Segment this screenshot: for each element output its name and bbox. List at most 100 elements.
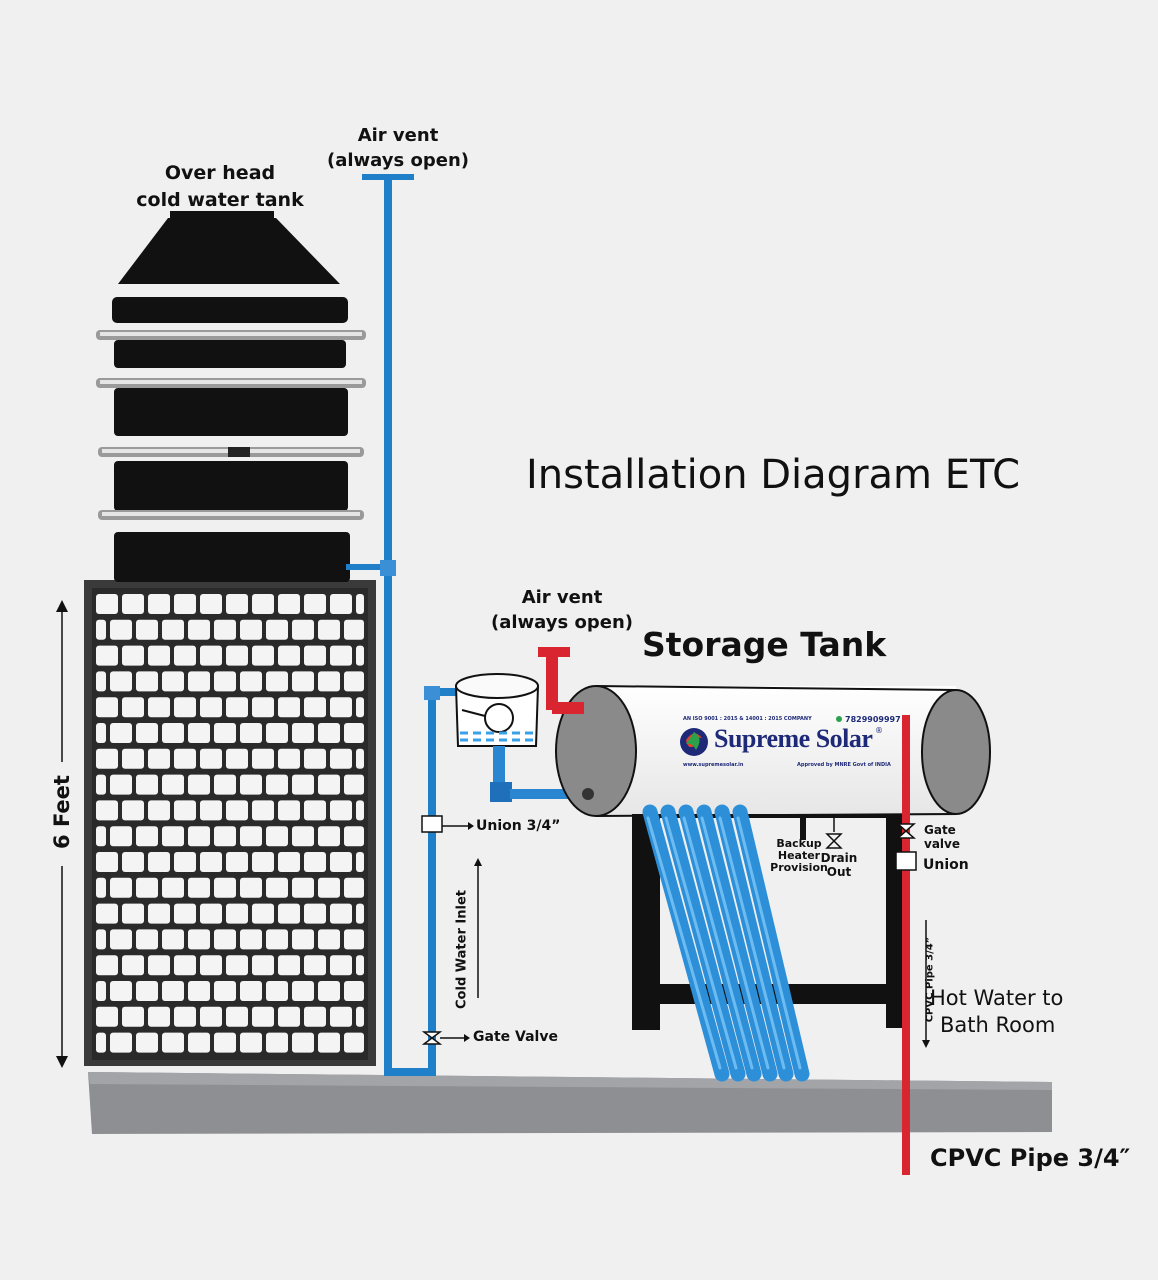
brick — [344, 619, 364, 640]
diagram-title: Installation Diagram ETC — [526, 452, 1021, 498]
brick — [188, 723, 210, 743]
brick — [162, 1032, 184, 1053]
brick — [226, 903, 248, 924]
brick — [136, 774, 158, 795]
drain-out-valve — [825, 814, 843, 849]
brick — [356, 748, 364, 769]
brick — [174, 903, 196, 924]
brick — [318, 723, 340, 743]
brick — [122, 748, 144, 769]
brick — [174, 697, 196, 718]
brick — [214, 826, 236, 847]
brick — [122, 955, 144, 976]
brick — [122, 800, 144, 821]
brick — [200, 852, 222, 872]
brick — [122, 903, 144, 924]
brick — [226, 800, 248, 821]
brick — [344, 877, 364, 898]
tube-highlight — [682, 816, 754, 1070]
brick — [330, 1006, 352, 1027]
brick — [200, 800, 222, 821]
brick — [252, 955, 274, 976]
brick — [266, 929, 288, 950]
brick — [122, 697, 144, 718]
brick — [226, 594, 248, 614]
brick — [318, 1032, 340, 1053]
brick — [266, 981, 288, 1001]
brick — [240, 1032, 262, 1053]
brick — [136, 877, 158, 898]
brick — [252, 852, 274, 872]
brick — [318, 877, 340, 898]
brick — [356, 594, 364, 614]
tube-highlight — [736, 816, 802, 1070]
brick — [110, 1032, 132, 1053]
brick — [330, 903, 352, 924]
brick — [96, 748, 118, 769]
brick — [214, 877, 236, 898]
brick — [136, 929, 158, 950]
brick — [214, 619, 236, 640]
brick — [136, 981, 158, 1001]
brick — [174, 852, 196, 872]
brick — [330, 955, 352, 976]
brick — [136, 826, 158, 847]
brick — [110, 929, 132, 950]
height-dimension — [56, 600, 68, 1068]
brand-name: Supreme Solar — [714, 724, 873, 753]
brick — [96, 929, 106, 950]
brick — [96, 826, 106, 847]
brick — [266, 826, 288, 847]
brick — [240, 877, 262, 898]
brick — [162, 619, 184, 640]
air-vent-storage-label: Air vent (always open) — [491, 587, 633, 633]
brick — [344, 1032, 364, 1053]
brick — [292, 826, 314, 847]
brick — [226, 955, 248, 976]
ground-slab — [88, 1072, 1052, 1134]
union-left-label: Union 3/4” — [476, 818, 561, 834]
float-box — [454, 673, 540, 747]
pointer-arrows — [440, 822, 930, 1048]
brand-registered: ® — [875, 726, 883, 735]
brick — [174, 1006, 196, 1027]
brick — [148, 852, 170, 872]
brick — [344, 826, 364, 847]
brick — [148, 594, 170, 614]
brick — [200, 748, 222, 769]
brick — [330, 852, 352, 872]
brick — [304, 748, 326, 769]
brick — [200, 955, 222, 976]
brick — [292, 929, 314, 950]
brick — [252, 800, 274, 821]
brick — [356, 800, 364, 821]
brick — [226, 697, 248, 718]
union-left — [421, 815, 443, 833]
brick — [344, 723, 364, 743]
brick — [96, 981, 106, 1001]
brick — [200, 594, 222, 614]
brick — [252, 1006, 274, 1027]
brand-website: www.supremesolar.in — [683, 762, 744, 768]
tube-highlight — [664, 816, 738, 1070]
brick — [174, 955, 196, 976]
brick — [278, 645, 300, 666]
brick — [122, 594, 144, 614]
brick — [278, 800, 300, 821]
brick — [330, 645, 352, 666]
brick — [136, 671, 158, 692]
brand-logo — [680, 716, 842, 756]
brick — [174, 594, 196, 614]
brick — [278, 903, 300, 924]
brick — [96, 697, 118, 718]
brick — [318, 671, 340, 692]
brick — [304, 955, 326, 976]
brick — [240, 671, 262, 692]
brick — [318, 619, 340, 640]
brick — [304, 852, 326, 872]
brick — [292, 981, 314, 1001]
air-vent-pipe-top — [346, 174, 414, 1075]
brick — [188, 619, 210, 640]
brick — [278, 852, 300, 872]
